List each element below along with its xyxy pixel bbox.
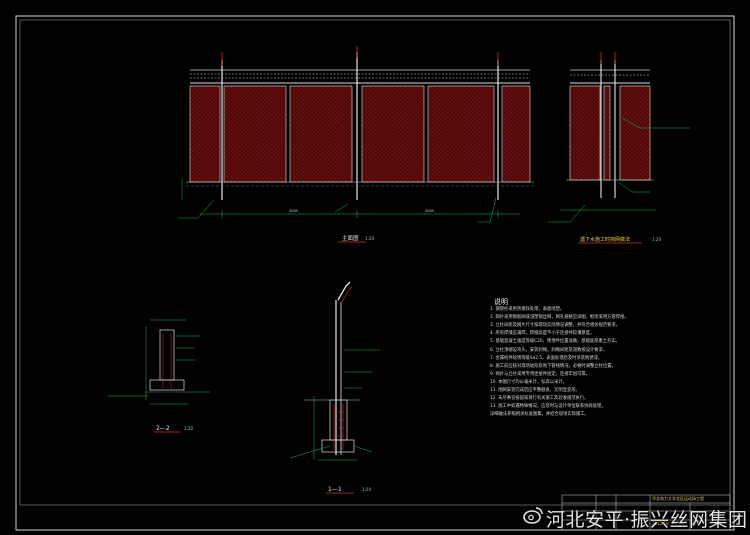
design-notes: 说明 1. 钢管柱采用热镀锌处理，表面喷塑。 2. 网片采用钢板网或浸塑钢丝网，网… [490,298,700,419]
front-elevation-view: 3000 3000 [178,46,534,243]
section-2-2-title: 2—2 [156,425,170,432]
title-block-sheet: 总-2 [692,521,700,526]
sheet-border [15,15,735,531]
notes-title: 说明 [494,298,508,306]
title-block-date: 2013.10 [652,521,669,526]
front-elevation-title: 主面图 [342,234,359,242]
notes-line: 13. 施工中如遇特殊情况，应及时与设计单位联系协商处理。 [490,404,606,410]
side-detail-view [548,52,690,244]
notes-line: 10. 本图尺寸均以毫米计，标高以米计。 [490,379,567,385]
section-1-1-view [289,281,380,494]
side-detail-title: 遇下水施工时挡网做法 [580,236,630,243]
watermark-text: 河北安平·振兴丝网集团 [546,509,748,531]
notes-line: 9. 网片与立柱采用专用连接件固定，连接牢固可靠。 [490,371,590,377]
section-1-1-title: 1—1 [328,486,342,493]
notes-line: 8. 施工前应核对现场地形及地下管线情况，必要时调整立柱位置。 [490,363,616,369]
svg-text:3000: 3000 [425,209,434,213]
notes-line: 6. 立柱顶端设弯头，安装刺绳，刺绳间距及道数按设计要求。 [490,347,608,353]
notes-line: 4. 所有焊缝应满焊，焊缝高度不小于连接件较薄厚度。 [490,331,595,337]
notes-line: 详细做法参照相关标准图集，并结合现场实际施工。 [490,412,589,418]
side-detail-scale: 1:20 [652,237,661,242]
notes-line: 7. 金属构件除锈等级Sa2.5，表面处理后及时涂装防锈漆。 [490,355,603,361]
front-elevation-scale: 1:20 [365,236,374,241]
title-block [561,494,731,531]
inner-border [19,19,731,506]
section-2-2-scale: 1:20 [184,426,193,431]
notes-line: 3. 立柱间距及网片尺寸按现场实际情况调整，并符合相关规范要求。 [490,323,621,329]
svg-text:3000: 3000 [289,209,298,213]
notes-line: 5. 基础混凝土强度等级C20，预埋件位置准确，基础底部素土夯实。 [490,339,620,345]
notes-line: 1. 钢管柱采用热镀锌处理，表面喷塑。 [490,307,565,313]
notes-lines: 1. 钢管柱采用热镀锌处理，表面喷塑。 2. 网片采用钢板网或浸塑钢丝网，网孔规格… [490,306,700,419]
title-block-project: 华北电力大学北区运动场工程 [652,496,704,501]
weibo-logo-icon [523,507,543,524]
section-2-2-view [108,319,210,433]
notes-line: 2. 网片采用钢板网或浸塑钢丝网，网孔规格见详图，框架采用方管焊接。 [490,315,629,321]
section-1-1-scale: 1:20 [362,487,371,492]
notes-line: 11. 围网安装完成后应平整顺直，无明显变形。 [490,388,580,394]
notes-line: 12. 未尽事宜按国家现行有关施工及验收规范执行。 [490,396,589,402]
